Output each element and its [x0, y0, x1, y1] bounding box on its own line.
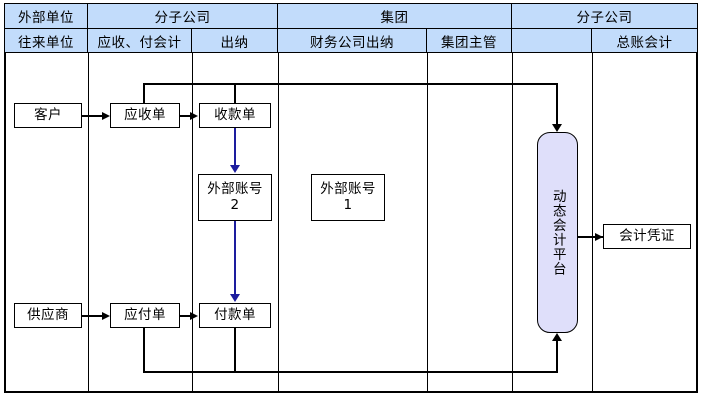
header-role-cashier: 出纳	[192, 29, 278, 52]
node-payment-voucher[interactable]: 付款单	[199, 303, 271, 328]
header-role-general-ledger-accountant: 总账会计	[592, 29, 697, 52]
header-role-counterparty-label: 往来单位	[18, 34, 74, 51]
node-supplier[interactable]: 供应商	[14, 303, 82, 328]
header-role-blank	[512, 29, 592, 52]
header-org-subsidiary-1: 分子公司	[88, 4, 278, 28]
lane-divider-5	[512, 53, 513, 393]
node-payment-voucher-label: 付款单	[214, 306, 256, 323]
arrowhead-external-account-2-to-payment	[230, 294, 240, 302]
node-receipt-voucher-label: 收款单	[214, 106, 256, 123]
connector-top-bus-down-to-platform	[556, 83, 558, 125]
node-external-account-1[interactable]: 外部账号 1	[311, 174, 385, 221]
connector-top-bus	[143, 83, 558, 85]
connector-payable-down	[143, 328, 145, 372]
node-external-account-2[interactable]: 外部账号 2	[198, 174, 272, 221]
header-org-group-label: 集团	[380, 10, 409, 26]
header-role-finance-company-cashier-label: 财务公司出纳	[310, 34, 394, 51]
node-receivable-voucher-label: 应收单	[124, 106, 166, 123]
node-payable-voucher[interactable]: 应付单	[110, 303, 180, 328]
header-row-roles: 往来单位 应收、付会计 出纳 财务公司出纳 集团主管 总账会计	[5, 29, 697, 53]
connector-payable-to-payment	[180, 315, 192, 317]
lane-divider-2	[192, 53, 193, 393]
connector-platform-to-accounting-voucher	[578, 236, 603, 238]
node-receivable-voucher[interactable]: 应收单	[110, 103, 180, 128]
header-row-organization: 外部单位 分子公司 集团 分子公司	[5, 4, 697, 29]
node-customer[interactable]: 客户	[14, 103, 82, 128]
connector-external-account-2-to-payment	[234, 221, 236, 295]
lane-divider-6	[592, 53, 593, 393]
header-org-external-unit-label: 外部单位	[18, 10, 74, 26]
node-supplier-label: 供应商	[27, 306, 69, 323]
node-external-account-2-label: 外部账号 2	[207, 181, 263, 213]
header-org-group: 集团	[278, 4, 512, 28]
lane-divider-1	[88, 53, 89, 393]
arrowhead-platform-to-accounting-voucher	[595, 232, 603, 241]
header-role-cashier-label: 出纳	[220, 34, 249, 51]
header-role-general-ledger-accountant-label: 总账会计	[616, 34, 673, 51]
header-org-subsidiary-1-label: 分子公司	[154, 10, 211, 26]
arrowhead-receipt-to-external-account-2	[230, 165, 240, 173]
header-role-group-supervisor: 集团主管	[427, 29, 512, 52]
arrowhead-bottom-bus-into-platform	[552, 333, 562, 341]
node-dynamic-accounting-platform[interactable]: 动态会计平台	[537, 132, 578, 333]
connector-receivable-to-receipt	[180, 115, 192, 117]
arrowhead-payable-to-payment	[190, 311, 198, 320]
node-customer-label: 客户	[34, 106, 62, 123]
header-role-finance-company-cashier: 财务公司出纳	[278, 29, 427, 52]
header-role-group-supervisor-label: 集团主管	[441, 34, 497, 51]
arrowhead-receivable-to-receipt	[190, 111, 198, 120]
arrowhead-top-bus-into-platform	[552, 124, 562, 132]
header-role-counterparty: 往来单位	[5, 29, 88, 52]
lane-divider-3	[278, 53, 279, 393]
node-receipt-voucher[interactable]: 收款单	[199, 103, 271, 128]
connector-receipt-to-external-account-2	[234, 128, 236, 166]
node-dynamic-accounting-platform-label: 动态会计平台	[549, 189, 566, 276]
node-accounting-voucher-label: 会计凭证	[619, 227, 675, 244]
connector-bottom-bus	[143, 371, 558, 373]
connector-supplier-to-payable	[81, 315, 103, 317]
header-org-subsidiary-2-label: 分子公司	[576, 10, 633, 26]
connector-receipt-up-to-bus	[234, 84, 236, 104]
node-payable-voucher-label: 应付单	[124, 306, 166, 323]
node-accounting-voucher[interactable]: 会计凭证	[603, 224, 691, 249]
connector-receivable-up	[143, 84, 145, 104]
node-external-account-1-label: 外部账号 1	[320, 181, 376, 213]
arrowhead-supplier-to-payable	[102, 311, 110, 320]
header-org-external-unit: 外部单位	[5, 4, 88, 28]
header-role-ar-ap-accountant-label: 应收、付会计	[97, 34, 182, 51]
connector-customer-to-receivable	[81, 115, 103, 117]
header-org-subsidiary-2: 分子公司	[512, 4, 697, 28]
connector-bottom-bus-up-to-platform	[556, 341, 558, 372]
connector-payment-down	[234, 328, 236, 372]
header-role-ar-ap-accountant: 应收、付会计	[88, 29, 192, 52]
lane-divider-4	[427, 53, 428, 393]
arrowhead-customer-to-receivable	[102, 111, 110, 120]
